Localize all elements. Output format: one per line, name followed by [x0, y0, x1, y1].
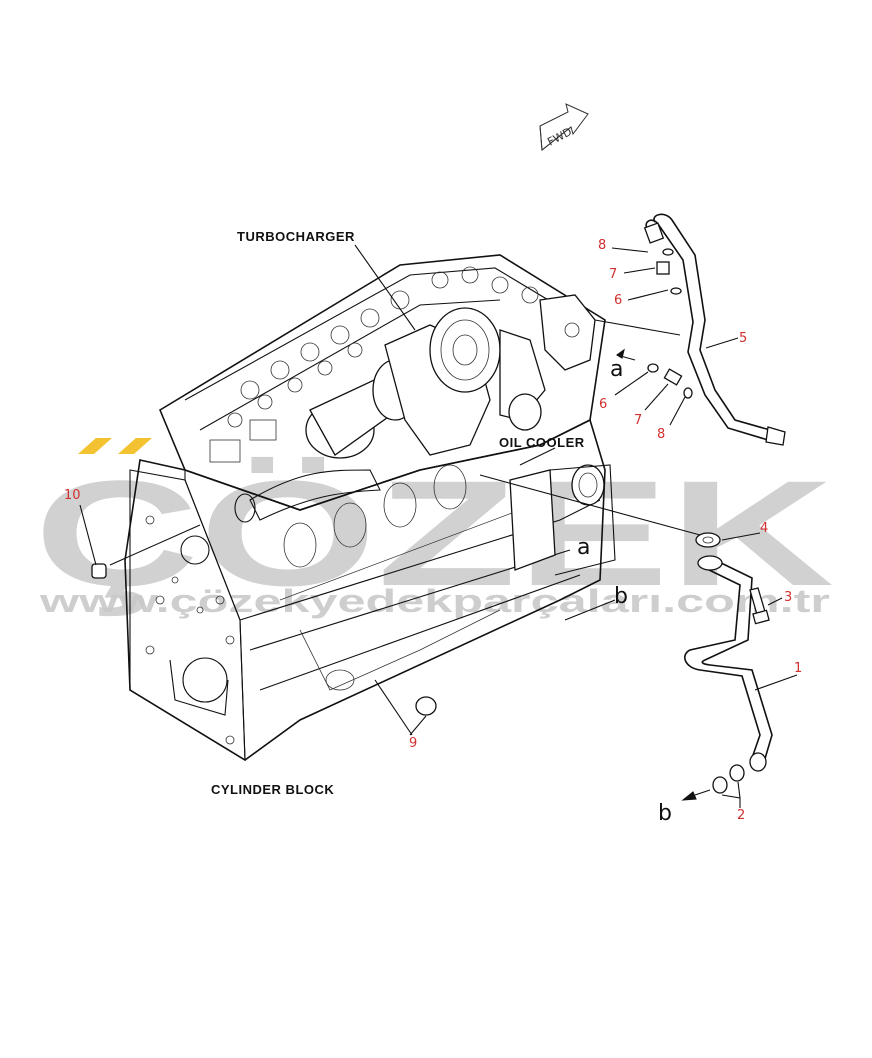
- callout-9: 9: [409, 736, 417, 751]
- turbocharger-unit: [305, 294, 596, 459]
- oil-cooler-unit: [509, 464, 616, 576]
- callout-7-lower: 7: [634, 413, 642, 428]
- reference-a-lower: a: [577, 535, 590, 560]
- callout-1: 1: [794, 661, 802, 676]
- reference-b-upper: b: [614, 584, 628, 609]
- callout-10: 10: [64, 488, 81, 503]
- oil-cooler-label: OIL COOLER: [499, 435, 585, 450]
- turbocharger-label: TURBOCHARGER: [237, 229, 355, 244]
- callout-2: 2: [737, 808, 745, 823]
- callout-5: 5: [739, 331, 747, 346]
- watermark-accent-icon: [78, 438, 152, 454]
- watermark-url: www.çözekyedekparçaları.com.tr: [38, 583, 830, 619]
- reference-b-lower: b: [658, 801, 672, 826]
- cylinder-block-assembly: [124, 254, 606, 762]
- oil-supply-tube: [643, 213, 786, 446]
- callout-4: 4: [760, 521, 768, 536]
- callout-8-lower: 8: [657, 427, 665, 442]
- fwd-arrow-icon: FWD: [539, 103, 589, 151]
- watermark: ÇÖZEK www.çözekyedekparçaları.com.tr: [34, 438, 834, 619]
- leader-lines: [79, 244, 798, 808]
- reference-a-upper: a: [610, 357, 623, 382]
- callout-6-upper: 6: [614, 293, 622, 308]
- callout-6-lower: 6: [599, 397, 607, 412]
- callout-3: 3: [784, 590, 792, 605]
- callout-7-upper: 7: [609, 267, 617, 282]
- callout-8-upper: 8: [598, 238, 606, 253]
- small-parts: [91, 248, 770, 794]
- oil-drain-tube: [684, 555, 773, 772]
- cylinder-block-label: CYLINDER BLOCK: [211, 782, 334, 797]
